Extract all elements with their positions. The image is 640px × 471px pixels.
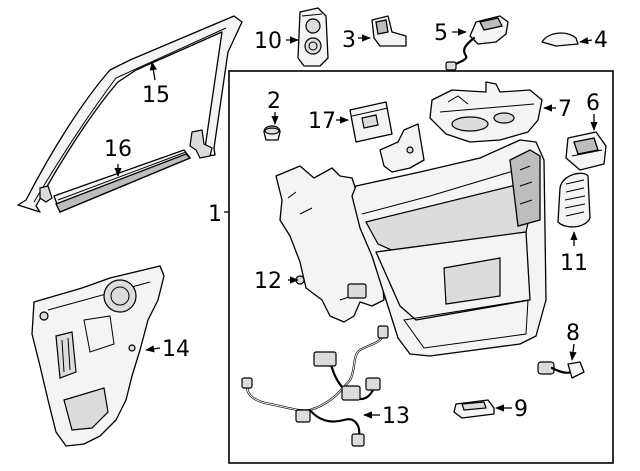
trim-panel-frame (228, 70, 614, 464)
window-switch (565, 131, 607, 171)
callout-labels: 1 2 3 4 5 6 7 8 9 10 11 12 13 14 15 16 1… (104, 21, 608, 429)
push-clip (263, 125, 281, 141)
callout-3: 3 (342, 28, 356, 53)
callout-15: 15 (142, 83, 170, 108)
callout-7: 7 (558, 97, 572, 122)
callout-1: 1 (208, 202, 222, 227)
inner-door-panel (31, 265, 165, 447)
window-run-channel (17, 15, 243, 213)
armrest-bracket (429, 81, 543, 143)
handle-assembly (445, 15, 509, 71)
bracket (371, 15, 407, 47)
door-trim-panel (351, 139, 547, 357)
callout-2: 2 (267, 89, 281, 114)
callout-10: 10 (254, 29, 282, 54)
leader-lines (114, 28, 598, 419)
callout-17: 17 (308, 109, 336, 134)
callout-12: 12 (254, 269, 282, 294)
cover-cap (541, 32, 579, 47)
inner-bracket (379, 123, 425, 173)
wiring-harness (241, 325, 389, 447)
switch-bezel (297, 7, 329, 67)
speaker-grille (557, 172, 591, 228)
callout-9: 9 (514, 397, 528, 422)
callout-14: 14 (162, 337, 190, 362)
callout-13: 13 (382, 404, 410, 429)
belt-weatherstrip (53, 149, 192, 213)
callout-6: 6 (586, 91, 600, 116)
callout-4: 4 (594, 28, 608, 53)
courtesy-lamp (453, 399, 495, 419)
callout-16: 16 (104, 137, 132, 162)
callout-11: 11 (560, 251, 588, 276)
small-harness (537, 361, 585, 379)
callout-5: 5 (434, 21, 448, 46)
control-module (349, 101, 393, 143)
callout-8: 8 (566, 321, 580, 346)
